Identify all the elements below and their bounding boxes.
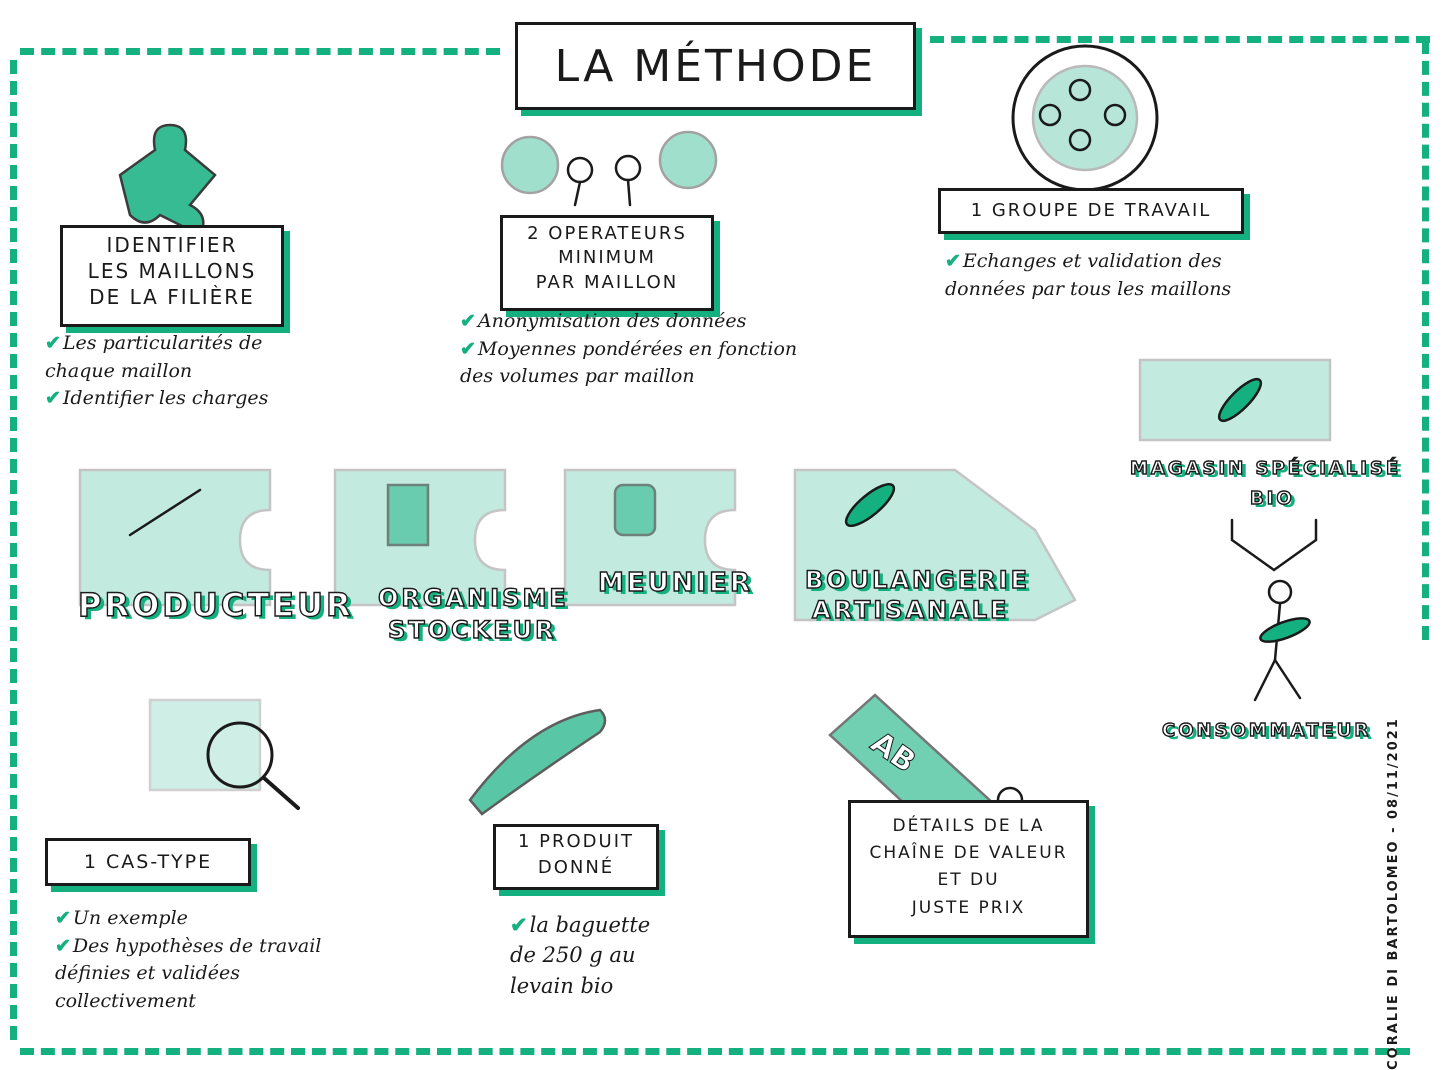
section-identifier-line: DE LA FILIÈRE [89,285,255,309]
section-identifier-bullets: ✔Les particularités de chaque maillon ✔I… [45,330,305,413]
section-produit-line: DONNÉ [537,857,615,879]
section-identifier-line: LES MAILLONS [87,259,257,283]
page-title: LA MÉTHODE [515,22,916,110]
gear-team-icon [1011,44,1159,192]
bullet-item: ✔Moyennes pondérées en fonction des volu… [460,337,798,388]
label-bio: BIO [1249,487,1295,509]
section-details: DÉTAILS DE LA CHAÎNE DE VALEUR ET DU JUS… [848,800,1089,938]
author-credit: CORALIE DI BARTOLOMEO - 08/11/2021 [1386,717,1402,1070]
section-operateurs: 2 OPERATEURS MINIMUM PAR MAILLON [500,215,714,311]
section-details-line: ET DU [937,870,1000,891]
section-details-line: JUSTE PRIX [911,897,1026,918]
label-consommateur: CONSOMMATEUR [1161,719,1372,741]
section-operateurs-line: PAR MAILLON [535,271,679,293]
frame-top-left [20,48,500,55]
label-stockeur: STOCKEUR [387,615,557,644]
frame-right [1422,40,1429,640]
section-cas-type-bullets: ✔Un exemple ✔Des hypothèses de travail d… [55,905,325,1015]
label-meunier: MEUNIER [597,567,753,598]
bullet-item: ✔Un exemple [55,907,188,929]
bullet-item: ✔Identifier les charges [45,387,269,410]
section-identifier: IDENTIFIER LES MAILLONS DE LA FILIÈRE [60,225,284,327]
section-cas-type: 1 CAS-TYPE [45,838,251,886]
section-operateurs-line: MINIMUM [558,247,656,269]
section-produit-line: 1 PRODUIT [517,831,635,852]
page-title-text: LA MÉTHODE [554,40,877,92]
section-details-line: DÉTAILS DE LA [892,816,1045,836]
bullet-item: ✔Les particularités de chaque maillon [45,332,263,382]
section-identifier-line: IDENTIFIER [106,233,238,257]
bullet-item: ✔Des hypothèses de travail définies et v… [55,934,322,1012]
bullet-item: ✔Anonymisation des données [460,310,747,332]
section-groupe-line: 1 GROUPE DE TRAVAIL [970,200,1212,221]
label-producteur: PRODUCTEUR [77,585,354,624]
section-cas-type-line: 1 CAS-TYPE [83,851,213,873]
label-boulangerie: BOULANGERIE [804,565,1031,594]
section-groupe-bullets: ✔Echanges et validation des données par … [945,248,1235,303]
label-organisme: ORGANISME [377,583,569,612]
bullet-item: ✔Echanges et validation des données par … [945,250,1232,300]
bullet-item: ✔la baguette de 250 g au levain bio [510,912,651,998]
label-magasin: MAGASIN SPÉCIALISÉ [1129,457,1402,479]
section-produit-bullets: ✔la baguette de 250 g au levain bio [510,910,660,1001]
section-operateurs-bullets: ✔Anonymisation des données ✔Moyennes pon… [460,308,820,391]
label-artisanale: ARTISANALE [811,595,1010,624]
chart-magnifier-icon [148,698,300,810]
section-produit: 1 PRODUIT DONNÉ [493,824,659,890]
chain-pieces [78,358,1332,702]
frame-top-right [930,36,1430,43]
frame-left [10,60,17,1040]
section-details-line: CHAÎNE DE VALEUR [869,843,1068,864]
section-operateurs-line: 2 OPERATEURS [527,223,687,244]
frame-bottom [20,1048,1410,1055]
section-groupe: 1 GROUPE DE TRAVAIL [938,188,1244,234]
coins-people-icon [500,130,718,207]
puzzle-icon [118,123,217,237]
baguette-icon [468,708,607,816]
